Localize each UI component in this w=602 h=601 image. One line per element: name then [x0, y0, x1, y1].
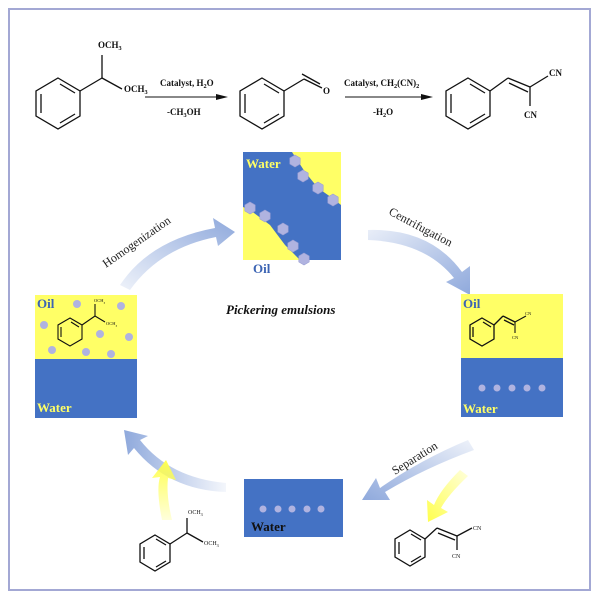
bottom-water-box: Water	[244, 479, 343, 537]
homogenization-label: Homogenization	[100, 213, 174, 270]
product-cn-bottom: CN	[524, 110, 537, 120]
step1-arrow: Catalyst, H2O -CH3OH	[145, 78, 228, 119]
bottom-left-acetal-molecule: OCH3 OCH3	[139, 510, 219, 572]
right-box-water-label: Water	[463, 401, 498, 416]
product-cn-top: CN	[549, 68, 562, 78]
left-box-oil-label: Oil	[37, 296, 55, 311]
step1-conditions: Catalyst, H2O	[160, 78, 214, 90]
right-box-cn-top: CN	[525, 311, 532, 316]
reactant-och3-right: OCH3	[124, 84, 148, 96]
left-box-acetal-molecule: OCH3 OCH3	[57, 298, 118, 347]
return-arrow	[124, 430, 226, 492]
benzaldehyde-molecule: O	[239, 73, 330, 130]
bottom-right-cn-bottom: CN	[452, 554, 461, 560]
product-molecule: CN CN	[445, 68, 562, 130]
bottom-left-och3-top: OCH3	[188, 510, 203, 517]
step2-conditions: Catalyst, CH2(CN)2	[344, 78, 419, 90]
left-box-och3-top: OCH3	[94, 298, 106, 305]
step2-byproduct: -H2O	[373, 107, 393, 119]
centrifugation-arrow	[368, 229, 470, 295]
left-box-water-label: Water	[37, 400, 72, 415]
bottom-left-och3-right: OCH3	[204, 541, 219, 548]
left-box-och3-right: OCH3	[106, 321, 118, 328]
reactant-och3-top: OCH3	[98, 40, 122, 52]
feed-arrow-yellow	[152, 460, 176, 520]
emulsion-box: Water Oil	[243, 152, 341, 276]
right-box-oil-label: Oil	[463, 296, 481, 311]
figure-frame	[8, 8, 591, 591]
emulsion-oil-label: Oil	[253, 261, 271, 276]
reaction-scheme: OCH3 OCH3 Catalyst, H2O -CH3OH O Catalys…	[35, 40, 562, 130]
right-box-oil-water: CN CN Oil Water	[461, 294, 563, 417]
right-box-product-molecule: CN CN	[469, 311, 532, 347]
bottom-right-cn-top: CN	[473, 526, 482, 532]
center-label: Pickering emulsions	[226, 302, 335, 317]
emulsion-water-label: Water	[246, 156, 281, 171]
step1-byproduct: -CH3OH	[167, 107, 201, 119]
reactant-acetal-molecule: OCH3 OCH3	[35, 40, 148, 130]
step2-arrow: Catalyst, CH2(CN)2 -H2O	[344, 78, 433, 119]
separation-arrow	[362, 440, 474, 500]
right-box-cn-bottom: CN	[512, 335, 519, 340]
product-out-arrow-yellow	[427, 470, 468, 522]
bottom-box-water-label: Water	[251, 519, 286, 534]
homogenization-arrow	[120, 218, 235, 290]
bottom-right-product-molecule: CN CN	[394, 526, 482, 567]
left-box-oil-water: OCH3 OCH3 Oil Water	[35, 295, 137, 418]
aldehyde-oxygen: O	[323, 86, 330, 96]
